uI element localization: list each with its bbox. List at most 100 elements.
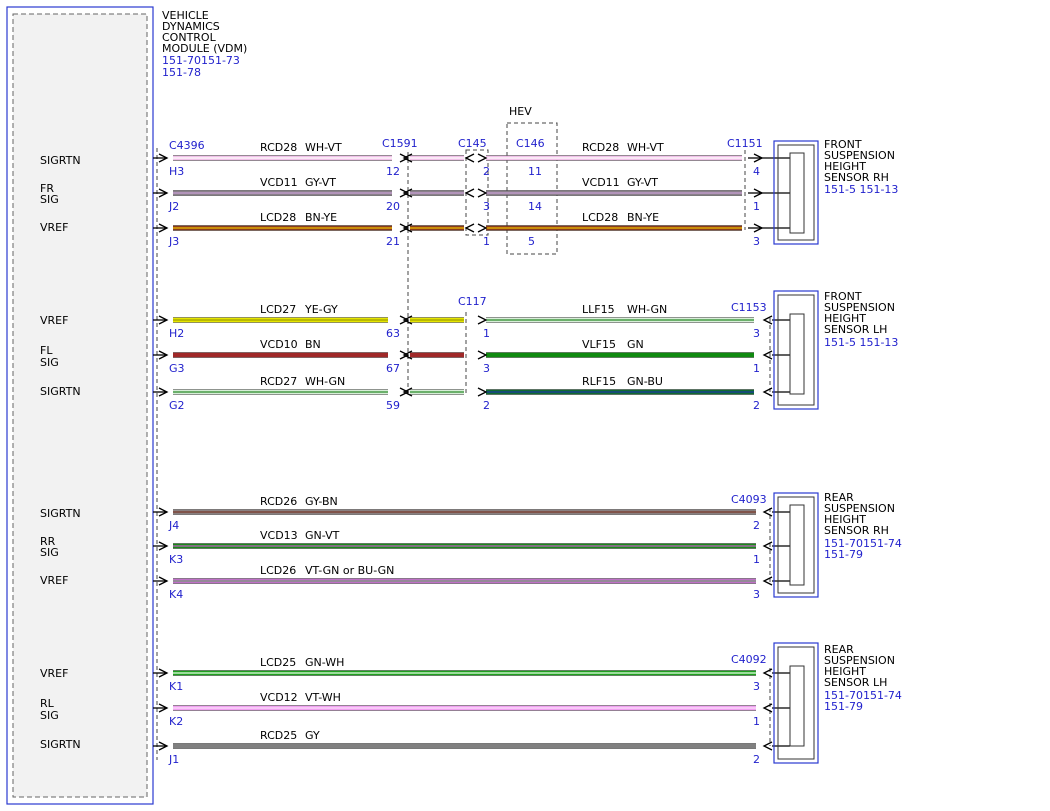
signal-label: SIGRTN: [40, 385, 81, 398]
wire-color-label: WH-VT: [305, 141, 342, 154]
module-connector-label[interactable]: C4396: [169, 139, 205, 152]
connector-pin-label[interactable]: 5: [528, 235, 535, 248]
signal-label: VREF: [40, 221, 68, 234]
sensor-ref[interactable]: 151-70151-74 151-79: [824, 537, 905, 561]
wire-circuit-label: LCD25: [260, 656, 296, 669]
signal-label: SIGRTN: [40, 507, 81, 520]
sensor-outline: [773, 492, 819, 598]
sensor-ref-link[interactable]: 151-5 151-13: [824, 336, 898, 349]
sensor-pin-label[interactable]: 1: [753, 715, 760, 728]
module-pin-label[interactable]: J3: [168, 235, 179, 248]
wires-layer: [153, 153, 790, 751]
sensor-pin-label[interactable]: 1: [753, 200, 760, 213]
sensor-title-front-lh: FRONT SUSPENSION HEIGHT SENSOR LH: [824, 290, 895, 336]
sensor-title-line: FRONT: [824, 138, 862, 151]
sensor-pin-label[interactable]: 2: [753, 399, 760, 412]
connector-pin-label[interactable]: 14: [528, 200, 542, 213]
module-inner-box: [12, 13, 148, 798]
connector-pin-label[interactable]: 1: [483, 235, 490, 248]
sensor-front-lh[interactable]: [773, 290, 819, 410]
connector-pin-label[interactable]: 1: [483, 327, 490, 340]
arrow-right-icon: [399, 350, 410, 360]
sensor-pin-label[interactable]: 3: [753, 680, 760, 693]
module-ref[interactable]: 151-70151-73 151-78: [162, 54, 243, 79]
sensor-pin-label[interactable]: 3: [753, 327, 760, 340]
connector-pin-label[interactable]: 2: [483, 165, 490, 178]
sensor-title-rear-lh: REAR SUSPENSION HEIGHT SENSOR LH: [824, 643, 895, 689]
connector-c117-label[interactable]: C117: [458, 295, 487, 308]
sensor-ref[interactable]: 151-70151-74 151-79: [824, 689, 905, 713]
sensor-pin-label[interactable]: 2: [753, 519, 760, 532]
wire-circuit-label: LCD28: [260, 211, 296, 224]
module-pin-label[interactable]: K1: [169, 680, 183, 693]
sensor-body: [777, 646, 815, 760]
connector-c4093-label[interactable]: C4093: [731, 493, 767, 506]
connector-pin-label[interactable]: 67: [386, 362, 400, 375]
connector-pin-label[interactable]: 63: [386, 327, 400, 340]
connector-c1591-label[interactable]: C1591: [382, 137, 418, 150]
sensor-pin-label[interactable]: 4: [753, 165, 760, 178]
connector-c4092-label[interactable]: C4092: [731, 653, 767, 666]
sensor-outline: [773, 140, 819, 245]
arrow-left-icon: [464, 188, 475, 198]
module-pin-label[interactable]: J4: [168, 519, 179, 532]
sensor-ref-link: 151-79: [824, 700, 863, 713]
sensor-pin-label[interactable]: 2: [753, 753, 760, 766]
module-pin-label[interactable]: K4: [169, 588, 183, 601]
wire-color-label: GN: [627, 338, 644, 351]
connector-pin-label[interactable]: 3: [483, 200, 490, 213]
signal-label: SIG: [40, 546, 59, 559]
module-pin-label[interactable]: H3: [169, 165, 184, 178]
connector-c145-label[interactable]: C145: [458, 137, 487, 150]
sensor-pin-label[interactable]: 3: [753, 588, 760, 601]
wire-circuit-label: LCD27: [260, 303, 296, 316]
sensor-pin-label[interactable]: 1: [753, 553, 760, 566]
arrow-left-icon: [762, 576, 773, 586]
arrow-left-icon: [762, 703, 773, 713]
arrow-left-icon: [402, 223, 413, 233]
module-pin-label[interactable]: G3: [169, 362, 185, 375]
connector-c1153-label[interactable]: C1153: [731, 301, 767, 314]
wire-color-label: YE-GY: [304, 303, 338, 316]
sensor-title-line: REAR: [824, 491, 854, 504]
wire-circuit-label: VCD11: [582, 176, 620, 189]
arrow-left-icon: [762, 541, 773, 551]
arrow-left-icon: [762, 315, 773, 325]
module-ref-link: 151-78: [162, 66, 201, 79]
module-title-line: DYNAMICS: [162, 20, 220, 33]
sensor-connector: [789, 313, 805, 395]
sensor-body: [777, 144, 815, 241]
module-pin-label[interactable]: J2: [168, 200, 179, 213]
connector-pin-label[interactable]: 3: [483, 362, 490, 375]
sensor-rear-rh[interactable]: [773, 492, 819, 598]
sensor-ref-link[interactable]: 151-5 151-13: [824, 183, 898, 196]
module-pin-label[interactable]: H2: [169, 327, 184, 340]
connector-c1151-label[interactable]: C1151: [727, 137, 763, 150]
sensor-outline: [773, 290, 819, 410]
module-ref-link: 151-70151-73: [162, 54, 240, 67]
module-pin-label[interactable]: K3: [169, 553, 183, 566]
connector-pin-label[interactable]: 21: [386, 235, 400, 248]
sensor-title-rear-rh: REAR SUSPENSION HEIGHT SENSOR RH: [824, 491, 895, 537]
sensor-title-line: REAR: [824, 643, 854, 656]
arrow-left-icon: [402, 153, 413, 163]
sensor-pin-label[interactable]: 3: [753, 235, 760, 248]
module-pin-label[interactable]: G2: [169, 399, 185, 412]
module-pin-label[interactable]: J1: [168, 753, 179, 766]
sensor-connector: [789, 152, 805, 234]
connector-pin-label[interactable]: 12: [386, 165, 400, 178]
connector-c146-label[interactable]: C146: [516, 137, 545, 150]
signal-label: SIG: [40, 193, 59, 206]
connector-pin-label[interactable]: 59: [386, 399, 400, 412]
sensor-front-rh[interactable]: [773, 140, 819, 245]
module-pin-label[interactable]: K2: [169, 715, 183, 728]
sensor-rear-lh[interactable]: [773, 642, 819, 764]
arrow-left-icon: [402, 188, 413, 198]
connector-pin-label[interactable]: 11: [528, 165, 542, 178]
wire-color-label: GY-BN: [305, 495, 338, 508]
sensor-pin-label[interactable]: 1: [753, 362, 760, 375]
connector-pin-label[interactable]: 2: [483, 399, 490, 412]
connector-pin-label[interactable]: 20: [386, 200, 400, 213]
wire-color-label: GN-VT: [305, 529, 340, 542]
signal-label: SIG: [40, 356, 59, 369]
